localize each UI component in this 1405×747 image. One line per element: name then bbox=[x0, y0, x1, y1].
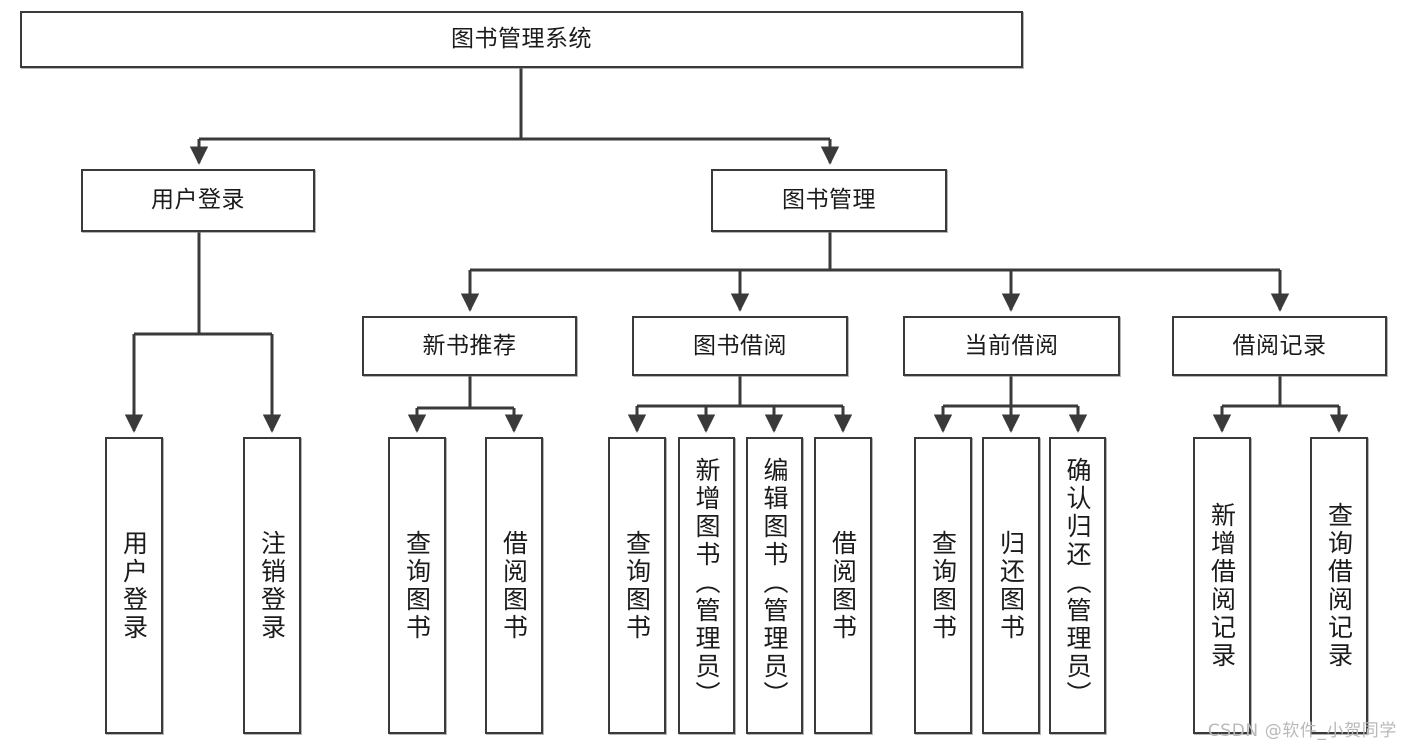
node-borrow-record-label: 借阅记录 bbox=[1232, 332, 1327, 359]
leaf-current-borrow-query-label: 查询图书 bbox=[928, 529, 958, 642]
csdn-watermark: CSDN @软件_小贺同学 bbox=[1207, 721, 1397, 741]
leaf-book-borrow-edit[interactable]: 编辑图书（管理员） bbox=[746, 437, 803, 734]
node-root[interactable]: 图书管理系统 bbox=[20, 11, 1023, 68]
leaf-new-book-borrow[interactable]: 借阅图书 bbox=[485, 437, 543, 734]
node-new-book-recommend[interactable]: 新书推荐 bbox=[362, 316, 577, 376]
leaf-book-borrow-query-label: 查询图书 bbox=[622, 529, 652, 642]
leaf-borrow-record-add-label: 新增借阅记录 bbox=[1207, 501, 1237, 670]
leaf-current-borrow-return-label: 归还图书 bbox=[996, 529, 1026, 642]
node-borrow-record[interactable]: 借阅记录 bbox=[1172, 316, 1387, 376]
leaf-current-borrow-query[interactable]: 查询图书 bbox=[914, 437, 972, 734]
leaf-book-borrow-add[interactable]: 新增图书（管理员） bbox=[678, 437, 735, 734]
leaf-borrow-record-add[interactable]: 新增借阅记录 bbox=[1193, 437, 1251, 734]
leaf-current-borrow-confirm-return-label: 确认归还（管理员） bbox=[1063, 457, 1092, 709]
node-book-borrow-label: 图书借阅 bbox=[693, 332, 787, 359]
leaf-new-book-query[interactable]: 查询图书 bbox=[388, 437, 446, 734]
leaf-borrow-record-query[interactable]: 查询借阅记录 bbox=[1310, 437, 1368, 734]
leaf-book-borrow-add-label: 新增图书（管理员） bbox=[692, 457, 721, 709]
node-current-borrow-label: 当前借阅 bbox=[964, 332, 1059, 359]
leaf-current-borrow-return[interactable]: 归还图书 bbox=[982, 437, 1040, 734]
node-root-label: 图书管理系统 bbox=[451, 26, 592, 53]
node-user-login[interactable]: 用户登录 bbox=[81, 169, 315, 232]
leaf-user-login-logout-label: 注销登录 bbox=[257, 529, 287, 642]
leaf-user-login-login-label: 用户登录 bbox=[119, 529, 149, 642]
node-book-borrow[interactable]: 图书借阅 bbox=[632, 316, 848, 376]
leaf-new-book-query-label: 查询图书 bbox=[402, 529, 432, 642]
node-new-book-recommend-label: 新书推荐 bbox=[422, 332, 517, 359]
node-current-borrow[interactable]: 当前借阅 bbox=[903, 316, 1120, 376]
leaf-new-book-borrow-label: 借阅图书 bbox=[499, 529, 529, 642]
leaf-borrow-record-query-label: 查询借阅记录 bbox=[1324, 501, 1354, 670]
node-user-login-label: 用户登录 bbox=[151, 187, 245, 214]
leaf-user-login-login[interactable]: 用户登录 bbox=[105, 437, 163, 734]
node-book-manage[interactable]: 图书管理 bbox=[711, 169, 947, 232]
leaf-user-login-logout[interactable]: 注销登录 bbox=[243, 437, 301, 734]
leaf-current-borrow-confirm-return[interactable]: 确认归还（管理员） bbox=[1049, 437, 1106, 734]
leaf-book-borrow-borrow[interactable]: 借阅图书 bbox=[814, 437, 872, 734]
node-book-manage-label: 图书管理 bbox=[782, 187, 876, 214]
leaf-book-borrow-borrow-label: 借阅图书 bbox=[828, 529, 858, 642]
leaf-book-borrow-query[interactable]: 查询图书 bbox=[608, 437, 666, 734]
leaf-book-borrow-edit-label: 编辑图书（管理员） bbox=[760, 457, 789, 709]
